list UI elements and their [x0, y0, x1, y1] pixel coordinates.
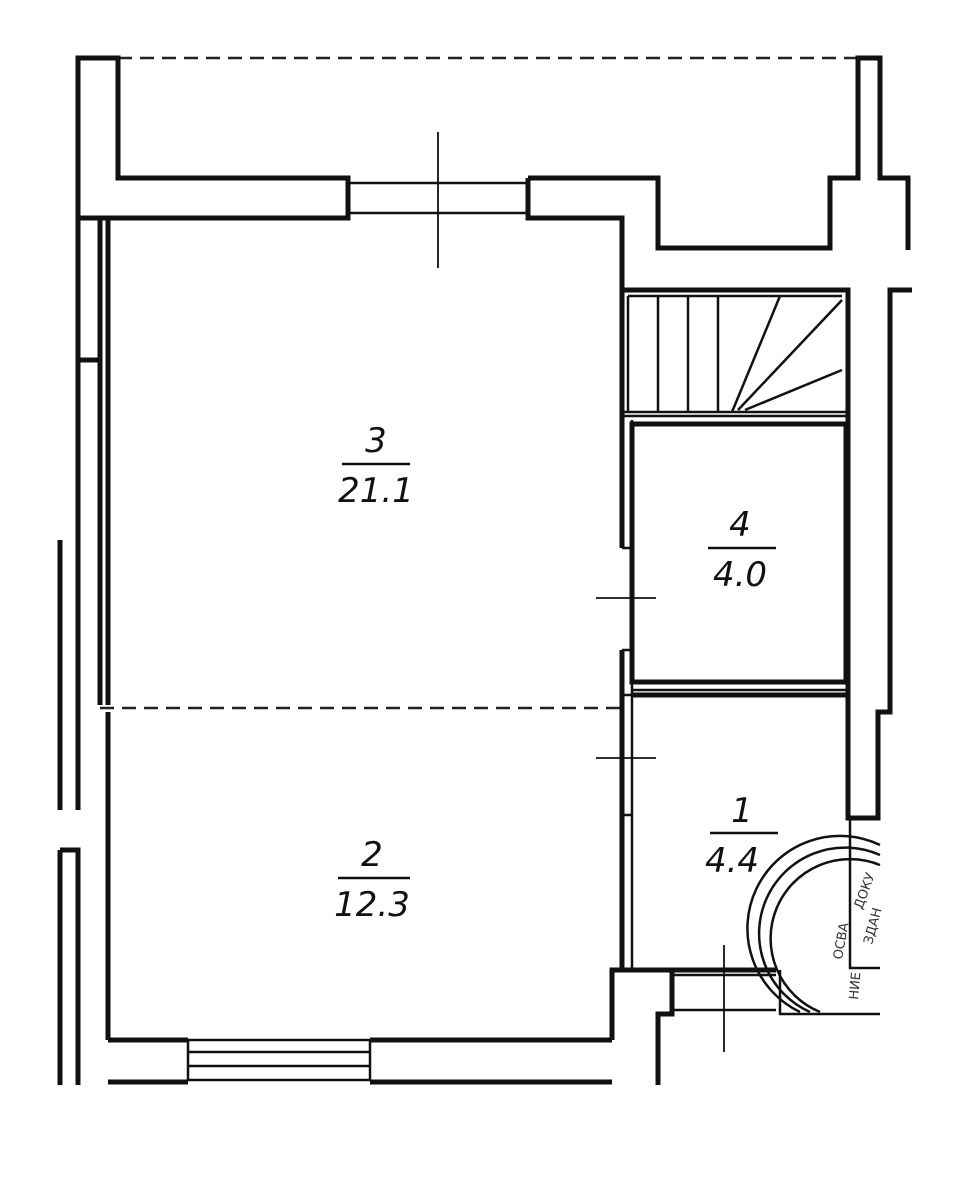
staircase	[622, 287, 851, 415]
balcony	[75, 55, 911, 290]
room-1-area: 4.4	[705, 841, 759, 881]
room-4-outline	[622, 414, 849, 692]
right-wall	[845, 287, 912, 821]
room-4-label: 4 4.0	[708, 505, 776, 595]
room-2-label: 2 12.3	[334, 835, 410, 925]
room-4-number: 4	[729, 505, 751, 545]
room-3-area: 21.1	[338, 471, 414, 511]
room-2-number: 2	[361, 835, 383, 875]
room-4-area: 4.0	[713, 555, 767, 595]
stamp: ДОКУ ОСВА НИЕ ЗДАН	[831, 871, 885, 1000]
room-1-outline	[632, 692, 880, 1016]
stamp-line-3: НИЕ	[847, 971, 864, 1000]
bottom-wall	[108, 967, 776, 1085]
left-wall	[57, 218, 111, 1085]
room-1-number: 1	[731, 791, 753, 831]
room-3-label: 3 21.1	[338, 421, 414, 511]
room-2-area: 12.3	[334, 885, 410, 925]
axis-marks	[437, 132, 725, 1052]
room-3-outline	[100, 218, 622, 710]
stamp-line-4: ЗДАН	[861, 906, 885, 946]
stamp-line-1: ДОКУ	[852, 871, 879, 911]
room-3-number: 3	[365, 421, 387, 461]
room-1-label: 1 4.4	[705, 791, 778, 881]
stamp-line-2: ОСВА	[831, 921, 852, 960]
entrance-door	[746, 834, 881, 1014]
